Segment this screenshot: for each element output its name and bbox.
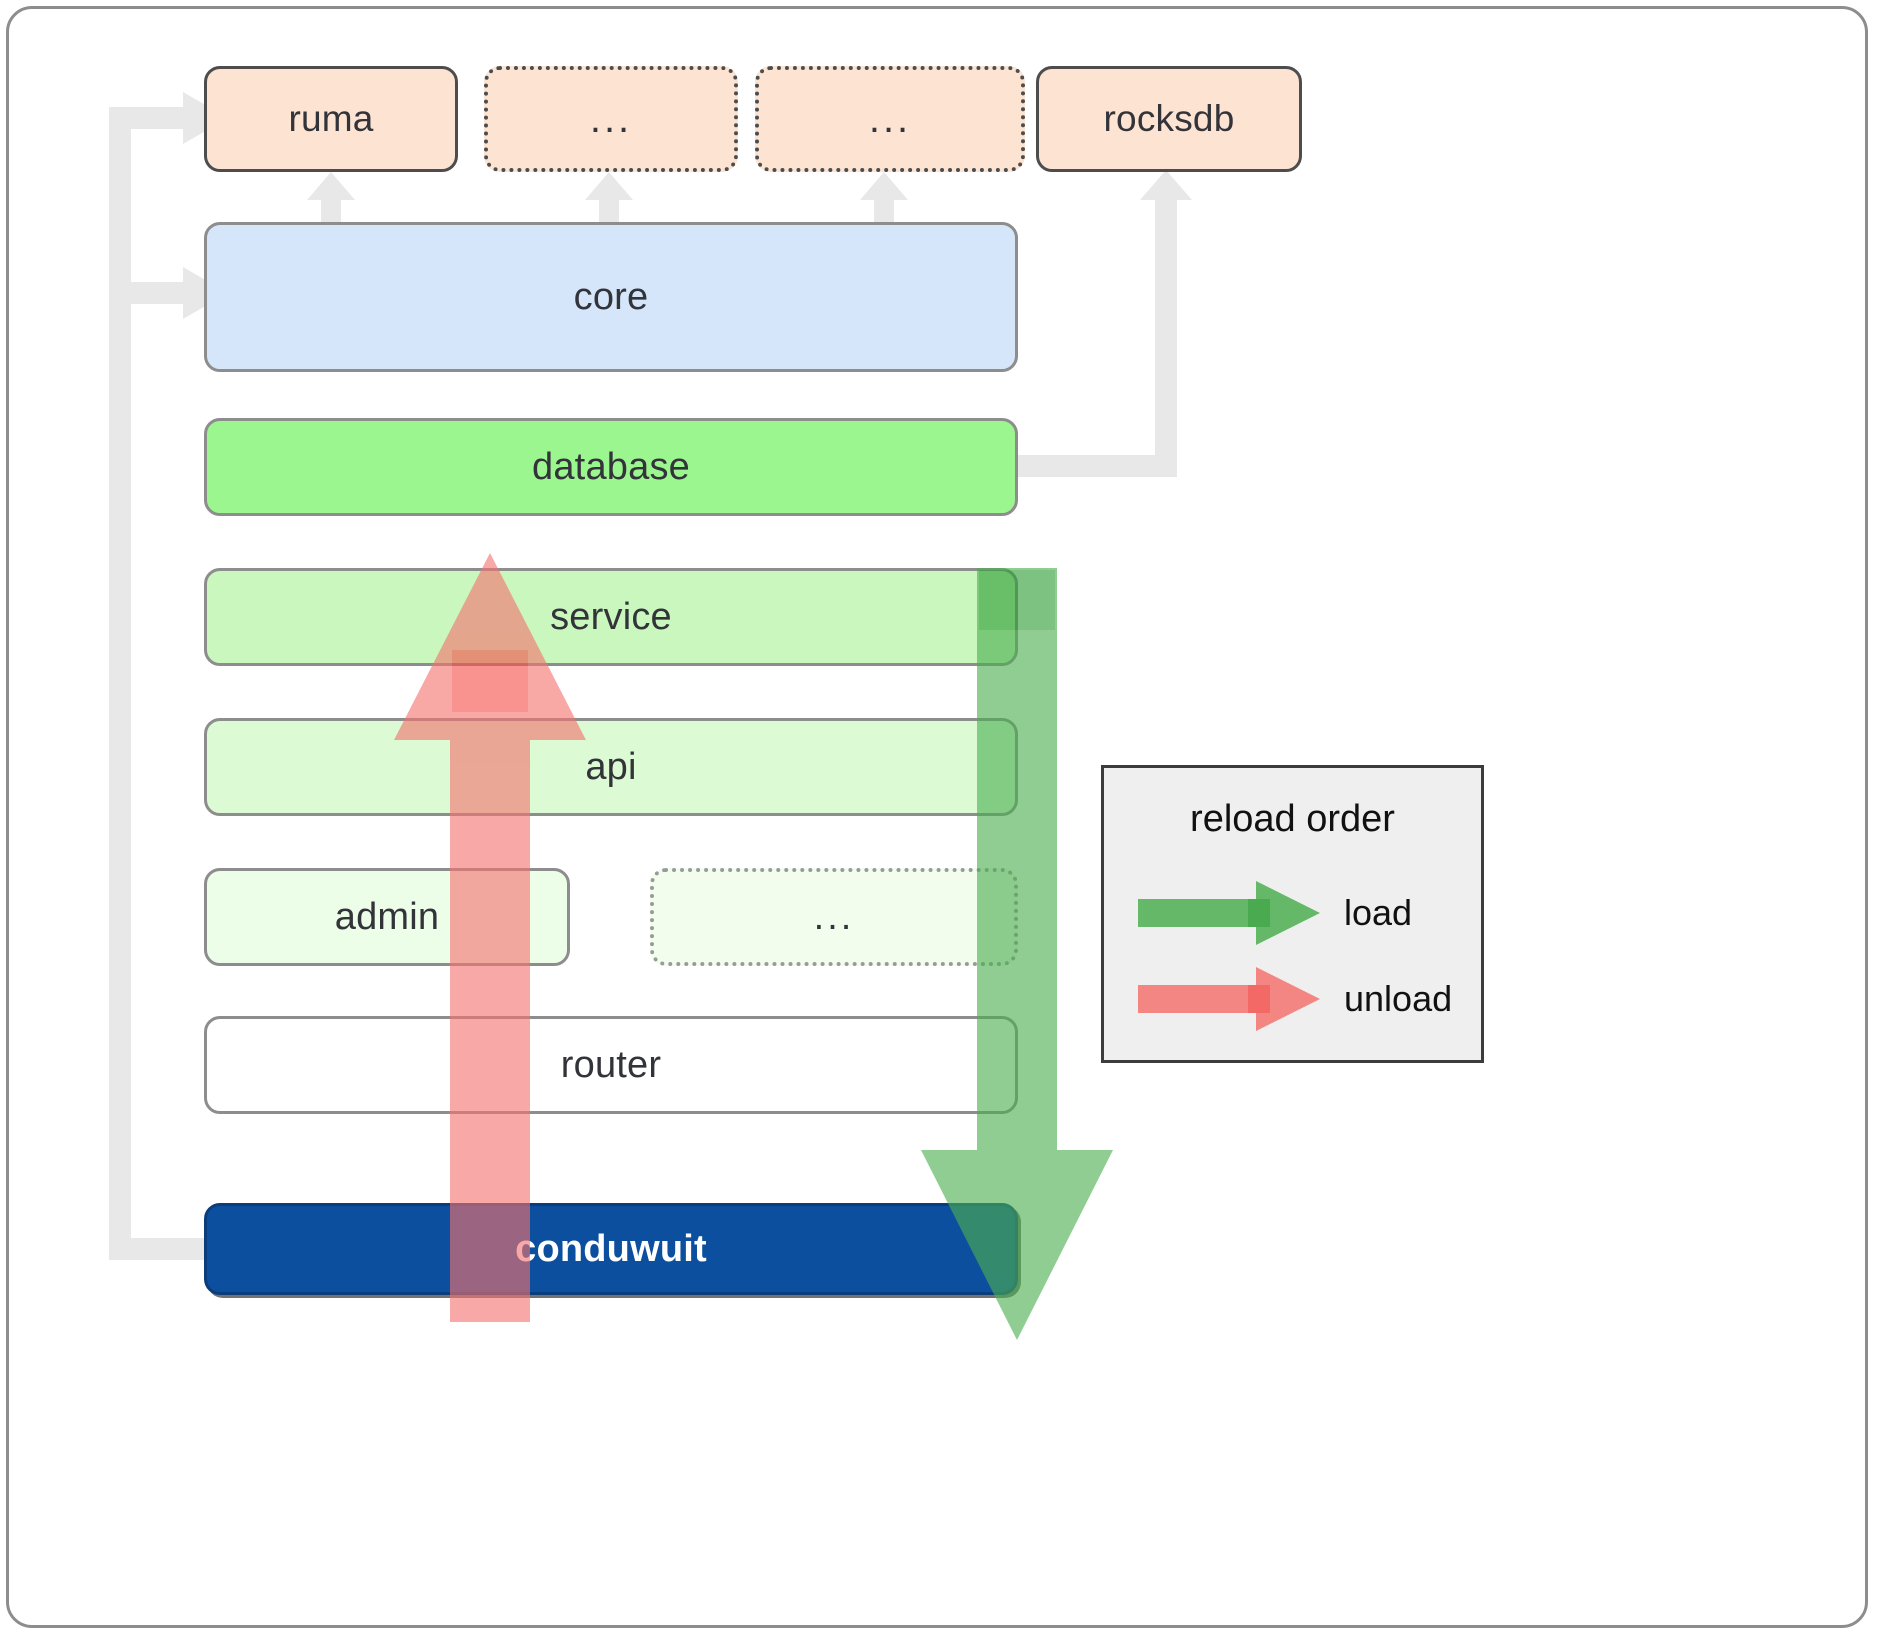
layer-label: router: [560, 1043, 662, 1086]
layer-label: admin: [334, 895, 440, 938]
crate-label: rocksdb: [1103, 98, 1235, 139]
root-box-conduwuit[interactable]: conduwuit: [204, 1203, 1018, 1295]
legend-label: load: [1344, 892, 1413, 933]
layer-box-database[interactable]: database: [204, 418, 1018, 516]
root-label: conduwuit: [515, 1227, 707, 1270]
unload-legend-arrow-icon: [1138, 967, 1320, 1031]
layer-label: ...: [813, 895, 855, 938]
layer-box-admin[interactable]: admin: [204, 868, 570, 966]
crate-box-rocksdb[interactable]: rocksdb: [1036, 66, 1302, 172]
layer-box-placeholder[interactable]: ...: [650, 868, 1018, 966]
layer-box-router[interactable]: router: [204, 1016, 1018, 1114]
crate-label: ...: [589, 96, 633, 141]
crate-label: ...: [868, 96, 912, 141]
legend-panel: reload order load unload: [1101, 765, 1484, 1063]
layer-box-api[interactable]: api: [204, 718, 1018, 816]
layer-label: core: [573, 275, 649, 318]
legend-item-load: load: [1104, 878, 1481, 948]
layer-box-service[interactable]: service: [204, 568, 1018, 666]
crate-box-ruma[interactable]: ruma: [204, 66, 458, 172]
layer-box-core[interactable]: core: [204, 222, 1018, 372]
crate-label: ruma: [288, 98, 374, 139]
layer-label: service: [550, 595, 672, 638]
layer-label: api: [585, 745, 637, 788]
layer-label: database: [532, 445, 690, 488]
legend-item-unload: unload: [1104, 964, 1481, 1034]
legend-label: unload: [1344, 978, 1453, 1019]
load-legend-arrow-icon: [1138, 881, 1320, 945]
crate-box-placeholder-2[interactable]: ...: [755, 66, 1025, 172]
crate-box-placeholder-1[interactable]: ...: [484, 66, 738, 172]
legend-title: reload order: [1190, 798, 1395, 840]
